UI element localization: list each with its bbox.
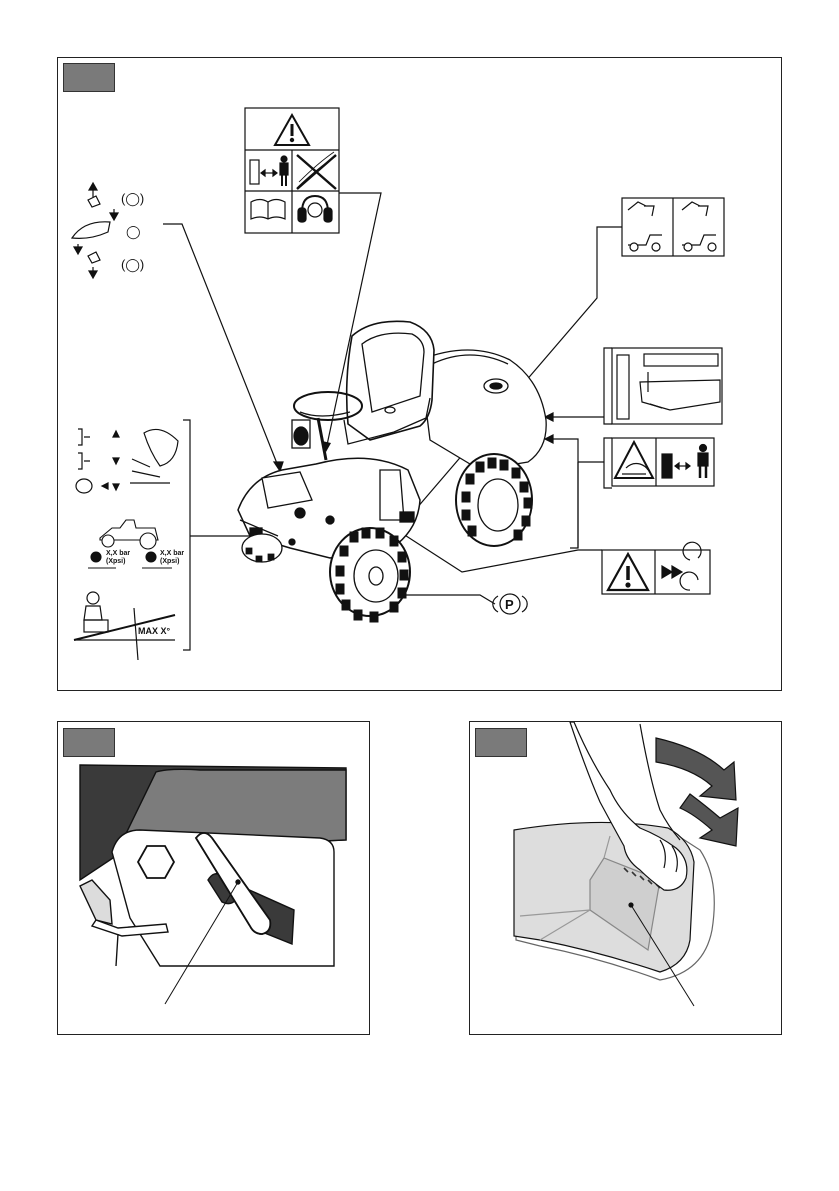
handle-detail-drawing — [0, 0, 839, 1191]
